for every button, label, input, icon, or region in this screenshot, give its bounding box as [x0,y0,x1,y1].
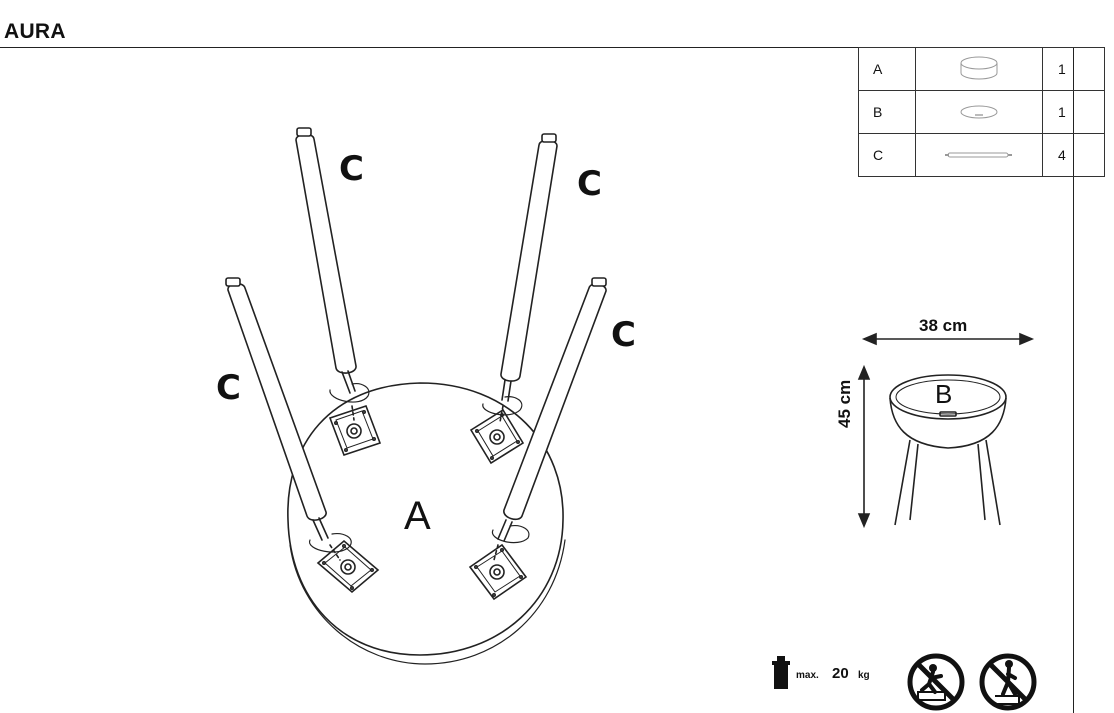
leg-label: C [577,164,602,204]
part-qty: 4 [1042,133,1105,177]
lid-label: B [935,379,953,409]
body-label: A [404,494,431,538]
rotate-arrow-icon [309,383,530,553]
part-code: A [858,47,916,91]
max-load-value: 20 [832,665,849,682]
tabletop-body-icon [915,47,1043,91]
max-load-label: max. [796,670,819,681]
frame-right-border [1073,47,1074,713]
parts-row: A 1 [858,47,1105,91]
width-dimension-label: 38 cm [919,316,968,335]
weight-icon [772,656,790,689]
no-sitting-icon [979,653,1037,711]
part-code: C [858,133,916,177]
leg-label: C [611,315,636,355]
part-qty: 1 [1042,47,1105,91]
warning-icons [907,653,1037,711]
max-load-unit: kg [858,670,870,681]
leg [295,127,357,421]
product-title: AURA [4,20,66,43]
lid-icon [915,90,1043,134]
part-qty: 1 [1042,90,1105,134]
part-code: B [858,90,916,134]
leg [499,133,558,423]
mount-plate [468,543,528,601]
no-standing-icon [907,653,965,711]
frame-top-border [0,47,1074,48]
mount-plate [316,539,380,594]
tabletop-body [287,382,566,665]
leg [225,277,341,561]
side-table-figure [889,374,1007,526]
parts-row: B 1 [858,90,1105,134]
leg [493,277,607,561]
leg-label: C [339,149,364,189]
parts-table: A 1 B 1 C 4 [858,47,1105,177]
leg-label: C [216,368,241,408]
parts-row: C 4 [858,133,1105,177]
height-dimension-label: 45 cm [835,379,854,428]
